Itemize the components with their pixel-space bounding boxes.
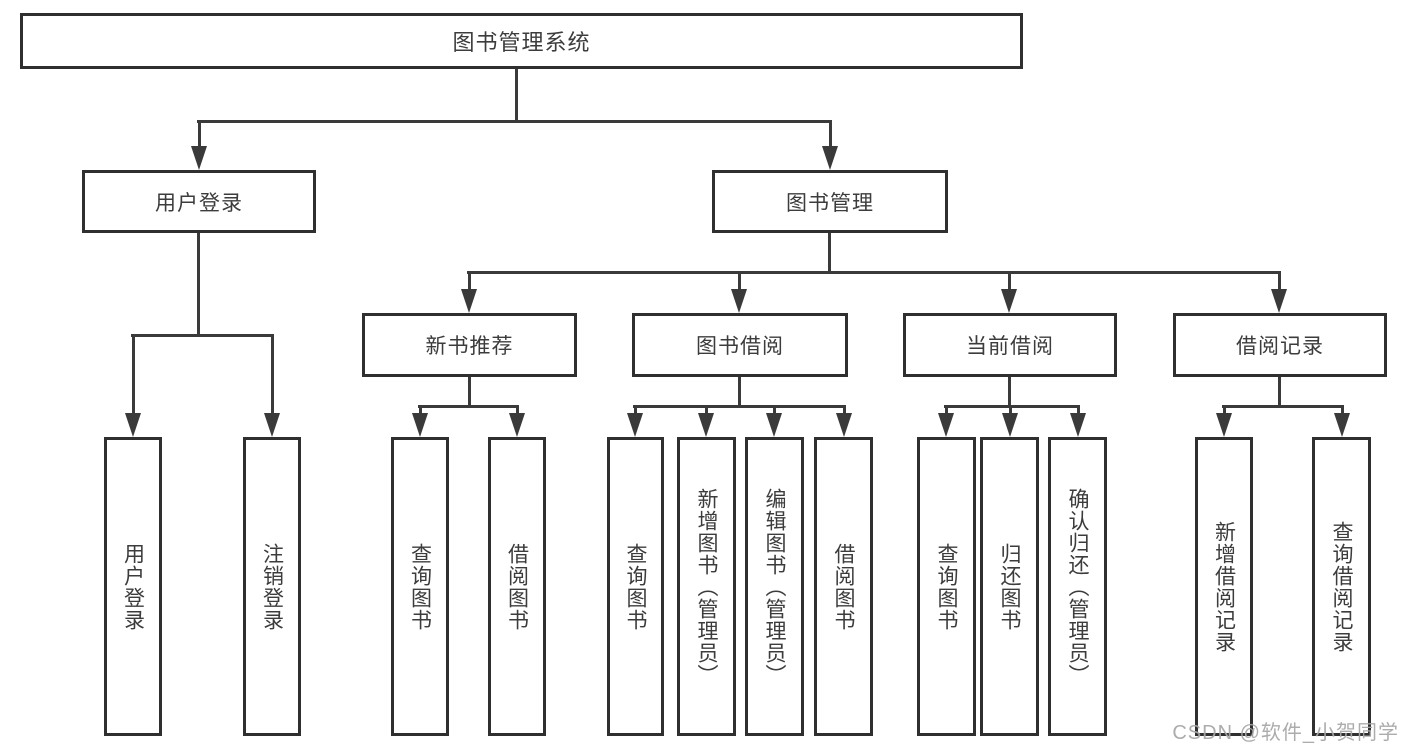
node-book-borrow: 图书借阅 (632, 313, 848, 377)
node-label: 新书推荐 (425, 335, 514, 358)
connector-line (944, 405, 1080, 408)
node-label: 新增图书（管理员） (695, 487, 718, 686)
leaf-user-login: 用户登录 (104, 437, 162, 736)
node-label: 图书借阅 (696, 335, 784, 358)
node-label: 借阅图书 (505, 542, 529, 631)
arrow-down-icon (731, 273, 747, 313)
leaf-edit-book-admin: 编辑图书（管理员） (745, 437, 804, 736)
leaf-query-borrow-record: 查询借阅记录 (1312, 437, 1371, 736)
node-library-management-system: 图书管理系统 (20, 13, 1023, 69)
arrow-down-icon (1334, 407, 1350, 437)
arrow-down-icon (1271, 273, 1287, 313)
node-label: 当前借阅 (966, 335, 1054, 358)
node-label: 查询借阅记录 (1330, 520, 1353, 653)
connector-line (467, 271, 1281, 274)
node-label: 查询图书 (624, 542, 647, 631)
arrow-down-icon (1070, 407, 1086, 437)
connector-line (468, 377, 471, 408)
arrow-down-icon (836, 407, 852, 437)
node-label: 查询图书 (408, 542, 432, 631)
arrow-down-icon (766, 407, 782, 437)
node-label: 归还图书 (998, 542, 1021, 631)
node-book-management: 图书管理 (712, 170, 948, 233)
leaf-query-books-recommend: 查询图书 (391, 437, 449, 736)
connector-line (738, 377, 741, 408)
leaf-borrow-books-recommend: 借阅图书 (488, 437, 546, 736)
arrow-down-icon (1216, 407, 1232, 437)
arrow-down-icon (412, 407, 428, 437)
node-label: 查询图书 (935, 542, 958, 631)
csdn-watermark: CSDN @软件_小贺同学 (1172, 722, 1399, 744)
node-label: 图书管理系统 (452, 30, 591, 55)
connector-line (131, 334, 274, 337)
connector-line (197, 120, 832, 123)
node-label: 新增借阅记录 (1212, 520, 1236, 653)
node-label: 借阅图书 (832, 542, 855, 631)
node-new-book-recommend: 新书推荐 (362, 313, 577, 377)
arrow-down-icon (698, 407, 714, 437)
arrow-down-icon (1001, 273, 1017, 313)
arrow-down-icon (509, 407, 525, 437)
connector-line (1222, 405, 1344, 408)
connector-line (828, 233, 831, 273)
leaf-query-books-borrow: 查询图书 (607, 437, 664, 736)
node-label: 借阅记录 (1236, 335, 1324, 358)
leaf-add-borrow-record: 新增借阅记录 (1195, 437, 1253, 736)
connector-line (633, 405, 846, 408)
leaf-query-books-current: 查询图书 (917, 437, 976, 736)
arrow-down-icon (191, 121, 207, 170)
arrow-down-icon (822, 121, 838, 170)
leaf-logout: 注销登录 (243, 437, 301, 736)
arrow-down-icon (264, 336, 280, 437)
leaf-borrow-books: 借阅图书 (814, 437, 873, 736)
connector-line (515, 68, 518, 122)
node-label: 用户登录 (121, 542, 145, 631)
connector-line (418, 405, 519, 408)
arrow-down-icon (627, 407, 643, 437)
node-label: 确认归还（管理员） (1066, 487, 1089, 686)
arrow-down-icon (461, 273, 477, 313)
connector-line (1008, 377, 1011, 408)
leaf-return-book: 归还图书 (980, 437, 1039, 736)
node-label: 图书管理 (786, 191, 874, 215)
arrow-down-icon (125, 336, 141, 437)
node-label: 注销登录 (260, 542, 284, 631)
leaf-add-book-admin: 新增图书（管理员） (677, 437, 736, 736)
leaf-confirm-return-admin: 确认归还（管理员） (1048, 437, 1107, 736)
node-user-login: 用户登录 (82, 170, 316, 233)
node-current-borrow: 当前借阅 (903, 313, 1117, 377)
connector-line (1278, 377, 1281, 408)
arrow-down-icon (938, 407, 954, 437)
node-borrow-records: 借阅记录 (1173, 313, 1387, 377)
node-label: 用户登录 (155, 191, 243, 215)
node-label: 编辑图书（管理员） (763, 487, 786, 686)
connector-line (197, 233, 200, 336)
arrow-down-icon (1002, 407, 1018, 437)
